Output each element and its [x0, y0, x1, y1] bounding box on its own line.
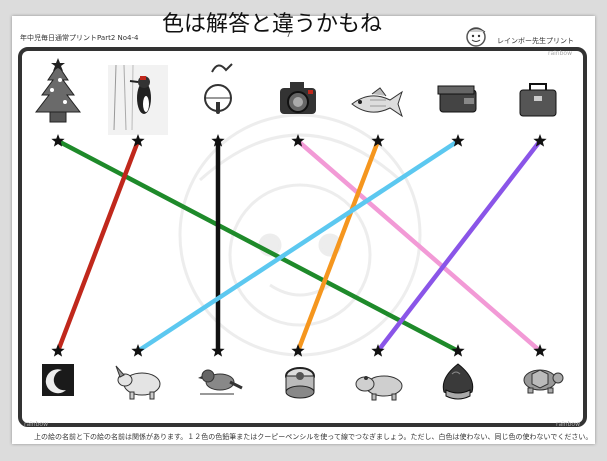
bottom-star-6[interactable] [451, 344, 465, 357]
teacher-logo-icon [466, 27, 486, 47]
watermark-bottom-right: rainbow [556, 421, 580, 428]
top-star-1[interactable] [51, 134, 65, 147]
connection-line-5 [295, 138, 381, 354]
bottom-star-1[interactable] [51, 344, 65, 357]
top-star-4[interactable] [291, 134, 305, 147]
bottom-star-5[interactable] [371, 344, 385, 357]
bottom-star-7[interactable] [533, 344, 547, 357]
answer-note-title: 色は解答と違うかもね [162, 12, 383, 37]
brand-label: レインボー先生プリント [497, 37, 574, 45]
connection-line-7 [375, 138, 543, 354]
bottom-star-3[interactable] [211, 344, 225, 357]
bottom-star-4[interactable] [291, 344, 305, 357]
connection-line-1 [55, 138, 461, 354]
fish-icon [351, 87, 403, 118]
sparrow-icon [198, 369, 243, 395]
top-star-3[interactable] [211, 134, 225, 147]
hippo-icon [355, 375, 403, 401]
christmas-tree-icon [34, 58, 82, 123]
chestnut-icon [442, 363, 474, 400]
moon-icon [42, 364, 74, 396]
watermark-bottom-left: rainbow [24, 421, 48, 428]
worksheet-frame [18, 47, 587, 427]
connection-line-4 [295, 138, 543, 354]
connection-line-6 [135, 138, 461, 354]
top-star-5[interactable] [371, 134, 385, 147]
instructions-text: 上の絵の名前と下の絵の名前は関係があります。１２色の色鉛筆またはクーピーペンシル… [34, 433, 593, 441]
watermark-top-right: rainbow [548, 50, 572, 57]
connection-stars [51, 134, 547, 357]
page-number: 7 [286, 30, 292, 39]
top-star-2[interactable] [131, 134, 145, 147]
bottom-star-2[interactable] [131, 344, 145, 357]
connection-lines [55, 138, 543, 354]
drum-icon [285, 367, 315, 399]
woodpecker-icon [108, 64, 168, 135]
briefcase-icon [519, 83, 557, 117]
worksheet-id-label: 年中児毎日通常プリントPart2 No4-4 [20, 34, 139, 42]
wallet-icon [437, 85, 477, 113]
top-star-6[interactable] [451, 134, 465, 147]
connection-line-2 [55, 138, 141, 354]
top-star-7[interactable] [533, 134, 547, 147]
rhino-icon [115, 365, 161, 400]
camera-icon [280, 82, 316, 114]
bell-icon [204, 63, 233, 114]
turtle-icon [523, 369, 564, 394]
